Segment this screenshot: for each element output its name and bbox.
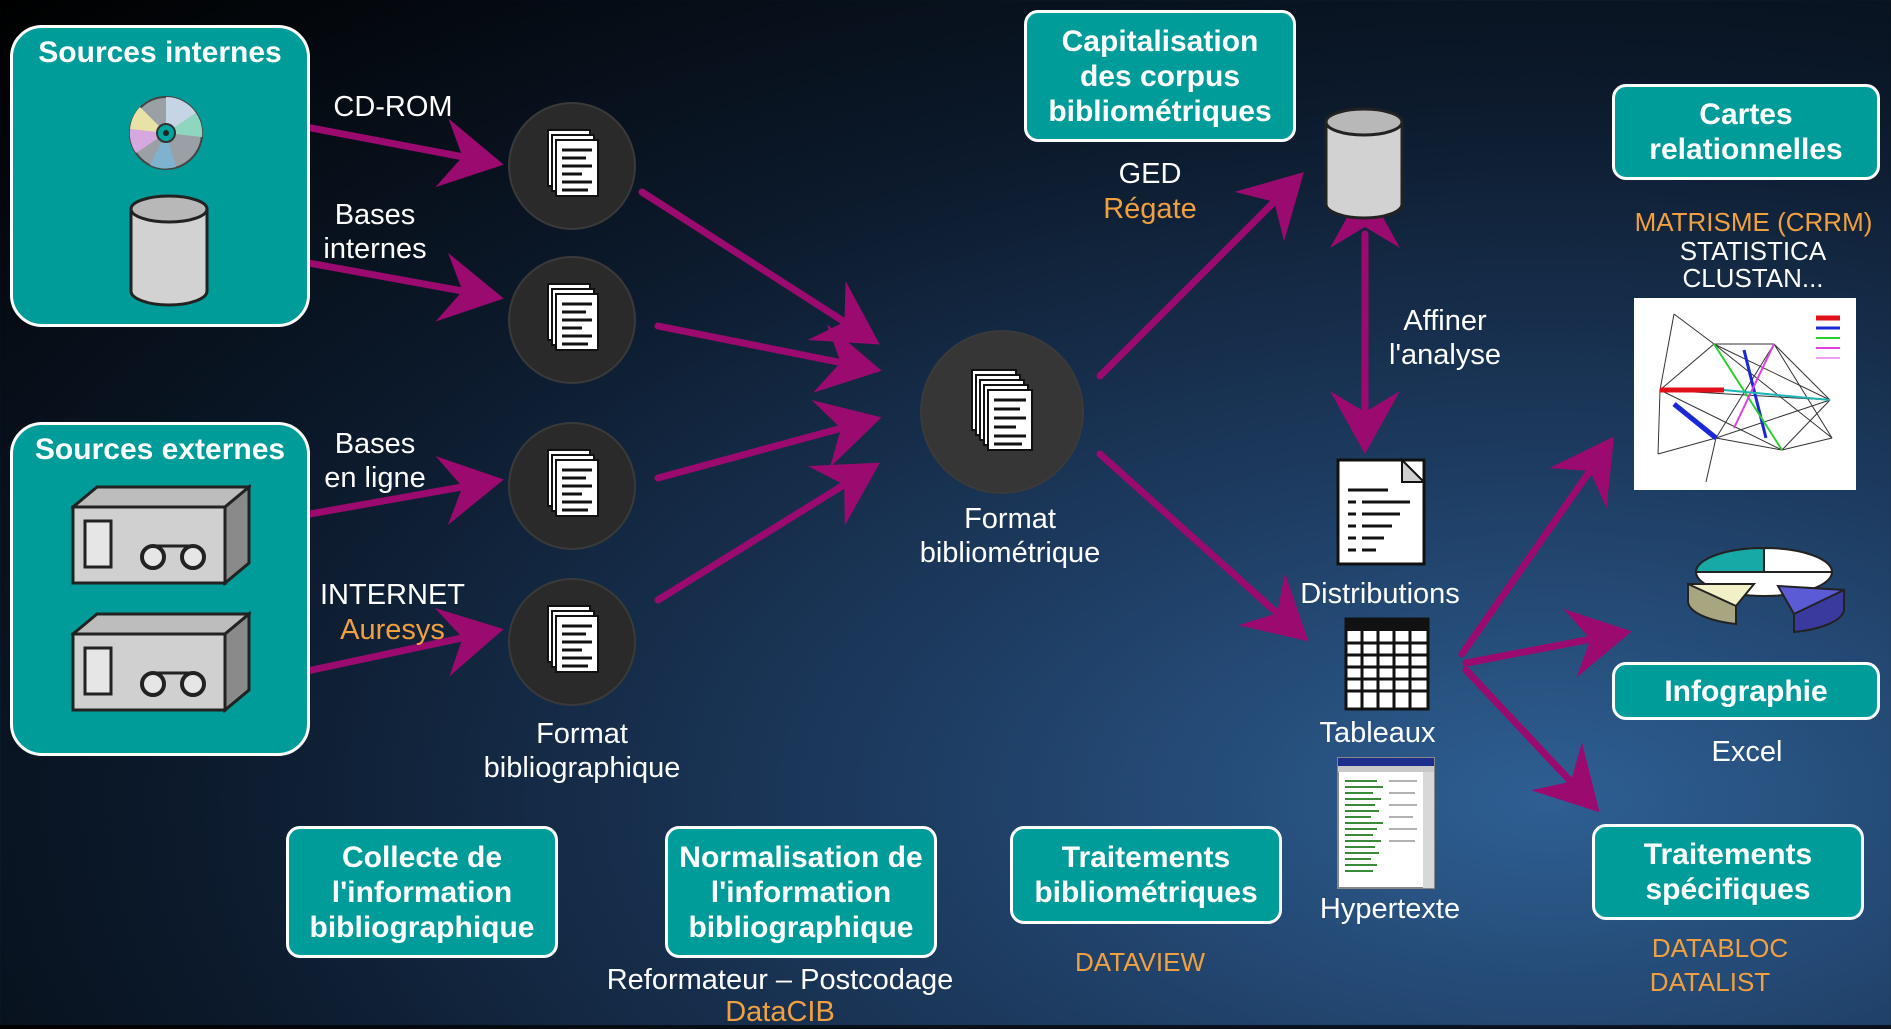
arrow-c3-center — [654, 400, 882, 482]
capitalisation-box: Capitalisation des corpus bibliométrique… — [1024, 10, 1296, 142]
arrow-c1-center — [638, 188, 880, 345]
document-node — [510, 580, 634, 704]
traitements-specifiques-box: Traitements spécifiques — [1592, 824, 1864, 920]
label-distributions: Distributions — [1300, 578, 1460, 610]
panel-title: Sources internes — [38, 36, 282, 69]
label-regate: Régate — [1103, 193, 1197, 225]
documents-stack-icon — [971, 369, 1033, 451]
format-bibliometrique-node — [922, 332, 1082, 492]
collecte-box: Collecte de l'information bibliographiqu… — [286, 826, 558, 958]
tool-statistica: STATISTICA — [1679, 236, 1827, 266]
tool-dataview: DATAVIEW — [1075, 947, 1205, 977]
arrow-c4-center — [654, 462, 880, 604]
document-node — [510, 424, 634, 548]
label-tableaux: Tableaux — [1319, 717, 1436, 749]
pie-chart-icon — [1686, 546, 1846, 634]
cd-rom-icon — [129, 96, 203, 170]
panel-title: Sources externes — [34, 433, 286, 466]
document-node — [510, 258, 634, 382]
label-bases-en-ligne: Bases en ligne — [324, 428, 426, 494]
tape-drive-icon — [71, 483, 251, 587]
documents-icon — [547, 605, 599, 673]
tool-matrisme: MATRISME (CRRM) — [1634, 207, 1873, 237]
tape-drive-icon — [71, 610, 251, 714]
cartes-relationnelles-box: Cartes relationnelles — [1612, 84, 1880, 180]
tool-datacib: DataCIB — [725, 996, 835, 1028]
sources-internes-panel: Sources internes — [10, 25, 310, 327]
label-format-bibliographique: Format bibliographique — [483, 718, 681, 784]
arrow-center-ged — [1096, 172, 1304, 380]
arrow-traitements-specifiques — [1462, 666, 1600, 813]
arrow-infographie — [1462, 608, 1632, 678]
normalisation-box: Normalisation de l'information bibliogra… — [665, 826, 937, 958]
tool-excel: Excel — [1711, 736, 1783, 768]
distributions-document-icon — [1336, 458, 1426, 566]
tool-clustan: CLUSTAN... — [1682, 263, 1824, 293]
table-grid-icon — [1344, 617, 1430, 711]
sources-externes-panel: Sources externes — [10, 422, 310, 756]
hypertext-window-icon — [1337, 757, 1435, 889]
label-ged: GED — [1118, 158, 1182, 190]
arrow-center-distributions — [1096, 450, 1309, 642]
arrow-cartes — [1458, 436, 1615, 658]
tool-reformateur: Reformateur – Postcodage — [606, 964, 954, 996]
relational-map-image — [1634, 298, 1856, 490]
label-cd-rom: CD-ROM — [333, 91, 453, 123]
label-hypertexte: Hypertexte — [1319, 893, 1461, 925]
database-icon — [1324, 107, 1404, 220]
tool-databloc: DATABLOC — [1651, 933, 1789, 963]
database-icon — [129, 194, 209, 307]
arrow-c2-center — [654, 322, 882, 393]
document-node — [510, 104, 634, 228]
label-affiner-analyse: Affiner l'analyse — [1389, 305, 1501, 371]
documents-icon — [547, 449, 599, 517]
label-format-bibliometrique: Format bibliométrique — [919, 503, 1101, 569]
label-auresys: Auresys — [340, 614, 445, 646]
label-bases-internes: Bases internes — [323, 199, 427, 265]
documents-icon — [547, 283, 599, 351]
tool-datalist: DATALIST — [1649, 967, 1771, 997]
label-internet: INTERNET — [320, 579, 465, 611]
infographie-box: Infographie — [1612, 662, 1880, 720]
documents-icon — [547, 129, 599, 197]
traitements-bibliometriques-box: Traitements bibliométriques — [1010, 826, 1282, 924]
